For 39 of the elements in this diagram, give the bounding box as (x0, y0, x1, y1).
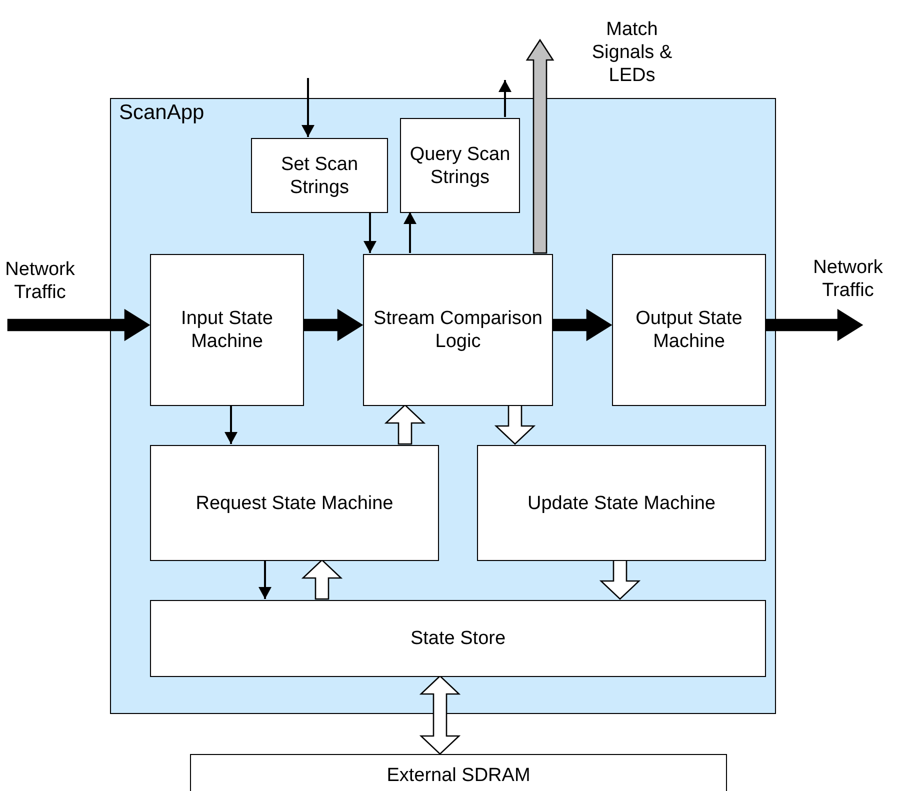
block-box (400, 118, 520, 213)
module-container (110, 98, 776, 714)
block-label: Output State Machine (634, 307, 744, 353)
block-box (363, 254, 553, 406)
block-box (251, 138, 388, 213)
arrow (364, 212, 376, 253)
block-arrow (599, 559, 641, 600)
container-title: ScanApp (119, 101, 204, 124)
data-flow-arrow (7, 308, 150, 342)
block-arrow (419, 675, 461, 755)
block-arrow (384, 404, 426, 445)
block-label: External SDRAM (386, 764, 530, 787)
block-box (150, 254, 304, 406)
signal-label: Network Traffic (812, 256, 884, 302)
block-label: Stream Comparison Logic (372, 307, 544, 353)
block-label: State Store (410, 627, 506, 650)
arrow (404, 212, 416, 253)
block-arrow (494, 404, 536, 445)
block-box (477, 445, 766, 561)
block-label: Set Scan Strings (280, 152, 360, 198)
block-label: Input State Machine (180, 307, 274, 353)
block-box (150, 445, 439, 561)
data-flow-arrow (764, 308, 864, 342)
arrow (224, 405, 238, 444)
block-box (150, 600, 766, 677)
block-arrow (301, 559, 343, 600)
block-label: Update State Machine (527, 492, 716, 514)
signal-label: Network Traffic (4, 258, 76, 304)
arrow (498, 80, 512, 117)
arrow (302, 78, 314, 137)
signal-label: Match Signals & LEDs (590, 18, 674, 86)
block-label: Query Scan Strings (408, 142, 512, 188)
arrow (258, 560, 272, 599)
block-arrow (526, 38, 554, 254)
block-box (190, 754, 727, 791)
data-flow-arrow (302, 308, 364, 342)
data-flow-arrow (551, 308, 612, 342)
block-box (612, 254, 766, 406)
block-label: Request State Machine (196, 492, 394, 514)
